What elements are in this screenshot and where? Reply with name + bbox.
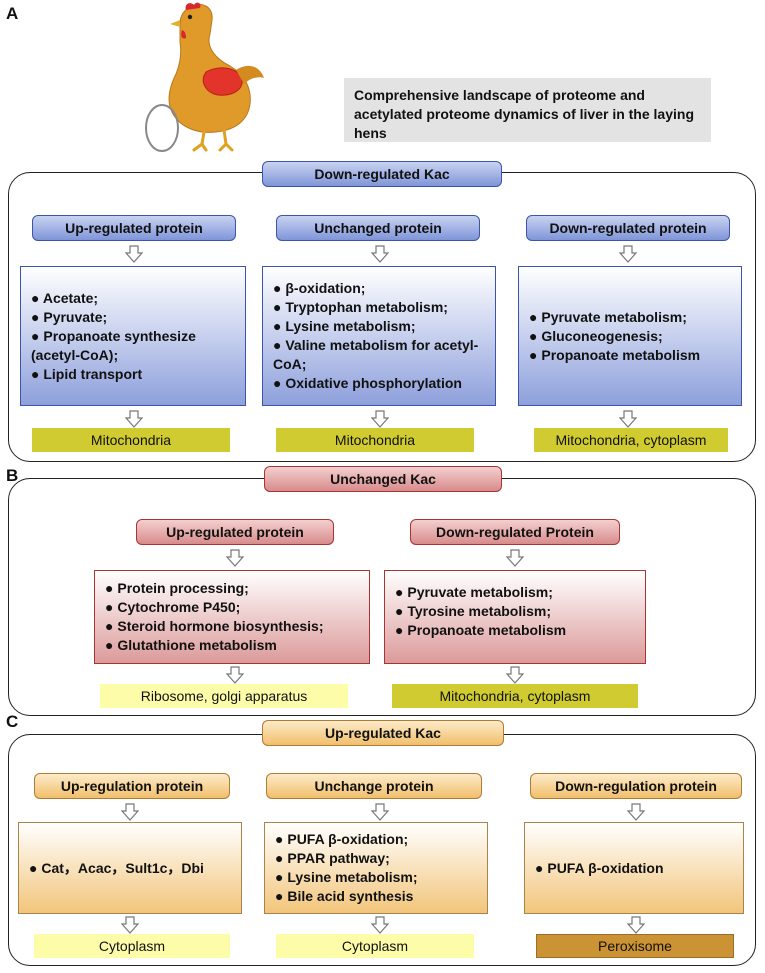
panel-label-b: B — [6, 466, 19, 485]
down-arrow-icon — [226, 549, 244, 567]
panel-c-col1-header: Up-regulation protein — [34, 773, 230, 799]
panel-c-header: Up-regulated Kac — [262, 720, 504, 746]
figure-title: Comprehensive landscape of proteome and … — [344, 78, 711, 142]
list-item: ● Lysine metabolism; — [275, 869, 418, 885]
panel-c-col1-box: ● Cat，Acac，Sult1c，Dbi — [18, 822, 242, 914]
list-item: ● Bile acid synthesis — [275, 888, 414, 904]
panel-b-header: Unchanged Kac — [264, 466, 502, 492]
panel-b-col2-header: Down-regulated Protein — [410, 519, 620, 545]
down-arrow-icon — [619, 410, 637, 428]
panel-label-c: C — [6, 712, 19, 731]
list-item: ● Pyruvate metabolism; — [395, 584, 553, 600]
down-arrow-icon — [371, 916, 389, 934]
panel-c-col3-box: ● PUFA β-oxidation — [524, 822, 744, 914]
list-item: ● Lysine metabolism; — [273, 318, 416, 334]
down-arrow-icon — [226, 666, 244, 684]
panel-label-a: A — [6, 4, 19, 23]
panel-b-col1-header: Up-regulated protein — [136, 519, 334, 545]
list-item: ● Valine metabolism for acetyl-CoA; — [273, 337, 479, 372]
list-item: ● Glutathione metabolism — [105, 637, 277, 653]
panel-a-col1-box: ● Acetate; ● Pyruvate; ● Propanoate synt… — [20, 266, 246, 406]
list-item: ● Lipid transport — [31, 365, 143, 382]
list-item: ● Acetate; — [31, 289, 99, 306]
panel-a-col2-location: Mitochondria — [276, 428, 474, 452]
list-item: ● PUFA β-oxidation; — [275, 831, 409, 847]
list-item: ● β-oxidation; — [273, 280, 366, 296]
panel-a-col3-box: ● Pyruvate metabolism; ● Gluconeogenesis… — [518, 266, 742, 406]
panel-a-col2-box: ● β-oxidation; ● Tryptophan metabolism; … — [262, 266, 496, 406]
list-item: ● Cat，Acac，Sult1c，Dbi — [29, 859, 204, 876]
list-item: ● PPAR pathway; — [275, 850, 390, 866]
panel-c-col2-box: ● PUFA β-oxidation; ● PPAR pathway; ● Ly… — [264, 822, 488, 914]
down-arrow-icon — [506, 666, 524, 684]
list-item: ● Tyrosine metabolism; — [395, 603, 552, 619]
panel-a-col3-header: Down-regulated protein — [526, 215, 730, 241]
panel-c-col1-location: Cytoplasm — [34, 934, 230, 958]
panel-c-col2-header: Unchange protein — [266, 773, 482, 799]
down-arrow-icon — [125, 245, 143, 263]
down-arrow-icon — [619, 245, 637, 263]
down-arrow-icon — [121, 916, 139, 934]
panel-a-header: Down-regulated Kac — [262, 161, 502, 187]
down-arrow-icon — [121, 803, 139, 821]
down-arrow-icon — [371, 245, 389, 263]
down-arrow-icon — [506, 549, 524, 567]
list-item: ● Pyruvate metabolism; — [529, 308, 687, 325]
down-arrow-icon — [371, 803, 389, 821]
egg-icon — [145, 104, 179, 152]
down-arrow-icon — [371, 410, 389, 428]
list-item: ● Oxidative phosphorylation — [273, 375, 462, 391]
panel-a-col3-location: Mitochondria, cytoplasm — [534, 428, 728, 452]
panel-b-col1-location: Ribosome, golgi apparatus — [100, 684, 348, 708]
list-item: ● Propanoate metabolism — [395, 622, 567, 638]
list-item: ● Cytochrome P450; — [105, 599, 241, 615]
hen-icon — [168, 2, 264, 152]
panel-b-col2-location: Mitochondria, cytoplasm — [392, 684, 638, 708]
panel-b-col2-box: ● Pyruvate metabolism; ● Tyrosine metabo… — [384, 570, 646, 664]
panel-a-col1-location: Mitochondria — [32, 428, 230, 452]
down-arrow-icon — [627, 916, 645, 934]
list-item: ● Propanoate metabolism — [529, 346, 701, 363]
list-item: ● Propanoate synthesize (acetyl-CoA); — [31, 327, 196, 363]
list-item: ● Steroid hormone biosynthesis; — [105, 618, 324, 634]
panel-a-col2-header: Unchanged protein — [276, 215, 480, 241]
list-item: ● Protein processing; — [105, 580, 249, 596]
panel-a-col1-header: Up-regulated protein — [32, 215, 236, 241]
list-item: ● Gluconeogenesis; — [529, 327, 663, 344]
list-item: ● Pyruvate; — [31, 308, 108, 325]
list-item: ● PUFA β-oxidation — [535, 859, 664, 876]
down-arrow-icon — [125, 410, 143, 428]
panel-b-col1-box: ● Protein processing; ● Cytochrome P450;… — [94, 570, 370, 664]
down-arrow-icon — [627, 803, 645, 821]
list-item: ● Tryptophan metabolism; — [273, 299, 448, 315]
panel-c-col2-location: Cytoplasm — [276, 934, 474, 958]
panel-c-col3-location: Peroxisome — [536, 934, 734, 958]
panel-c-col3-header: Down-regulation protein — [530, 773, 742, 799]
